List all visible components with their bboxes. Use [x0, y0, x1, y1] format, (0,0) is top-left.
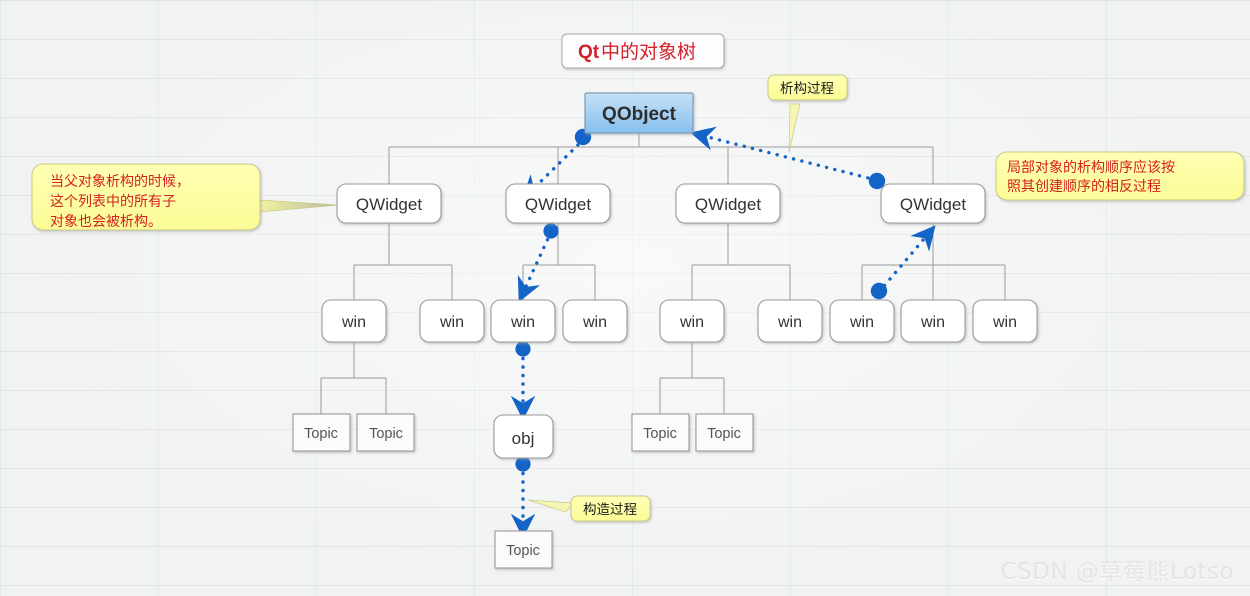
dot-win-right [870, 282, 888, 300]
callout-left-line3: 对象也会被析构。 [50, 213, 162, 229]
title-badge [561, 33, 725, 69]
node-win-7[interactable] [829, 299, 895, 343]
node-win-8-label: win [920, 314, 945, 331]
node-win-6[interactable] [757, 299, 823, 343]
node-qwidget-1-label: QWidget [356, 195, 422, 214]
node-qwidget-2[interactable] [505, 183, 611, 224]
node-qwidget-2-label: QWidget [525, 195, 591, 214]
callout-left-line2: 这个列表中的所有子 [50, 193, 176, 209]
node-win-8[interactable] [900, 299, 966, 343]
callout-destruct [767, 74, 848, 101]
node-win-2-label: win [439, 314, 464, 331]
callout-left-line1: 当父对象析构的时候， [50, 173, 190, 189]
node-topic-left-1[interactable] [292, 413, 351, 452]
node-win-1-label: win [341, 314, 366, 331]
construct-callout-tail [527, 499, 574, 513]
node-obj-label: obj [512, 429, 535, 448]
node-topic-right-2-label: Topic [707, 426, 741, 442]
node-win-1[interactable] [321, 299, 387, 343]
node-win-9-label: win [992, 314, 1017, 331]
left-callout-tail [258, 199, 340, 213]
node-win-6-label: win [777, 314, 802, 331]
node-topic-right-2[interactable] [695, 413, 754, 452]
callout-construct [570, 495, 651, 522]
node-topic-left-2-label: Topic [369, 426, 403, 442]
node-topic-left-1-label: Topic [304, 426, 338, 442]
node-win-9[interactable] [972, 299, 1038, 343]
node-topic-right-1-label: Topic [643, 426, 677, 442]
node-topic-left-2[interactable] [356, 413, 415, 452]
destruct-callout-tail [788, 103, 801, 153]
flow-origin-dots [515, 128, 888, 472]
arrow-widget2-to-win [517, 230, 553, 303]
node-win-5[interactable] [659, 299, 725, 343]
dot-widget2 [543, 223, 559, 239]
node-win-3[interactable] [490, 299, 556, 343]
callout-right-line2: 照其创建顺序的相反过程 [1007, 178, 1161, 194]
callout-left [31, 163, 261, 231]
node-win-2[interactable] [419, 299, 485, 343]
arrow-win-to-widget4 [877, 225, 936, 294]
node-qwidget-4-label: QWidget [900, 195, 966, 214]
flow-arrows [510, 126, 936, 539]
node-qwidget-3[interactable] [675, 183, 781, 224]
node-win-4[interactable] [562, 299, 628, 343]
node-topic-right-1[interactable] [631, 413, 690, 452]
node-qobject[interactable] [584, 92, 694, 134]
node-qwidget-3-label: QWidget [695, 195, 761, 214]
node-qwidget-4[interactable] [880, 183, 986, 224]
dot-widget4 [868, 172, 886, 190]
dot-obj [515, 456, 531, 472]
node-win-3-label: win [510, 314, 535, 331]
callout-construct-label: 构造过程 [583, 502, 637, 517]
dot-win [515, 341, 531, 357]
title-badge-text: 中的对象树 [601, 41, 696, 63]
title-badge-prefix: Qt [578, 42, 600, 63]
callout-right [995, 151, 1245, 201]
node-win-5-label: win [679, 314, 704, 331]
node-qobject-label: QObject [602, 104, 677, 125]
node-obj[interactable] [493, 414, 554, 459]
node-qwidget-1[interactable] [336, 183, 442, 224]
csdn-watermark: CSDN @草莓熊Lotso [1000, 559, 1234, 585]
callout-right-line1: 局部对象的析构顺序应该按 [1007, 159, 1175, 175]
callout-destruct-label: 析构过程 [780, 81, 834, 96]
node-topic-bottom-label: Topic [506, 543, 540, 559]
node-topic-bottom[interactable] [494, 530, 553, 569]
arrow-widget4-to-qobject [690, 126, 878, 182]
node-win-4-label: win [582, 314, 607, 331]
node-win-7-label: win [849, 314, 874, 331]
tree-connectors [320, 133, 1006, 414]
